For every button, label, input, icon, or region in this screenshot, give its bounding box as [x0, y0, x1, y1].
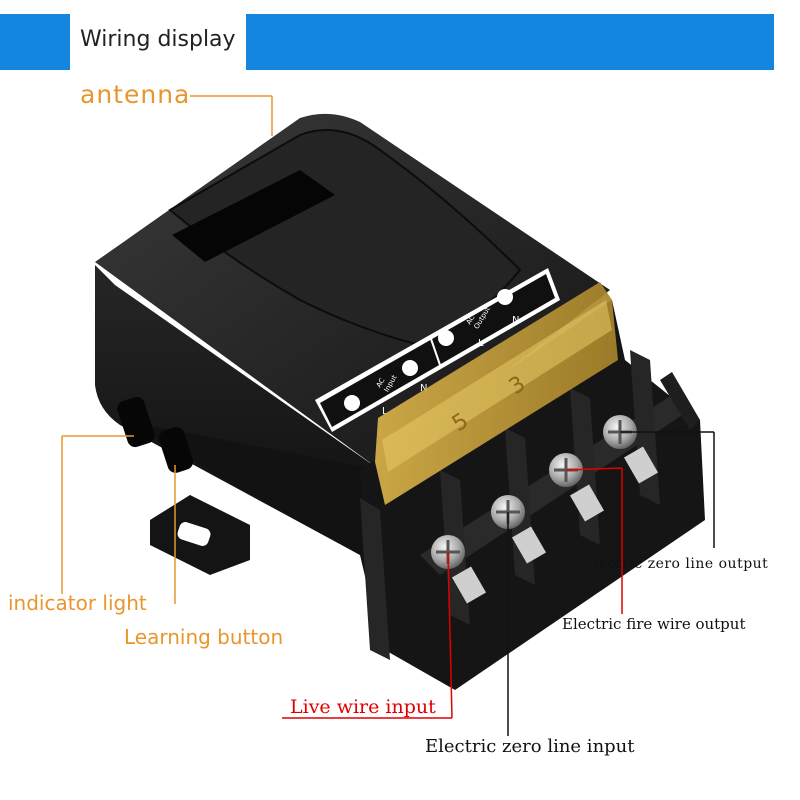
label-live-wire-input: Live wire input: [290, 696, 436, 718]
header-stripe: [252, 14, 255, 70]
panel-divider: [429, 335, 441, 366]
indicator-light: [117, 396, 155, 448]
terminal-cover-highlight: [382, 300, 612, 472]
terminal-barrier: [360, 498, 390, 660]
fire-output-leader: [565, 467, 623, 471]
header-stripe: [56, 14, 59, 70]
housing-front: [120, 420, 430, 660]
label-antenna: antenna: [80, 80, 191, 109]
terminal-barrier: [660, 372, 700, 430]
terminal-panel-inner: [320, 274, 555, 427]
input-n-text: N: [420, 383, 427, 394]
output-l-text: L: [478, 338, 484, 349]
label-learning-button: Learning button: [124, 625, 284, 649]
output-n-text: N: [512, 315, 519, 326]
header-stripe: [246, 14, 249, 70]
label-indicator-light: indicator light: [8, 591, 147, 615]
header-stripe: [62, 14, 65, 70]
page-title: Wiring display: [80, 27, 236, 52]
header-stripe: [258, 14, 261, 70]
label-window: [172, 170, 335, 262]
panel-screw-icon: [438, 330, 454, 346]
label-electric-zero-line-output: lectric zero line output: [594, 556, 769, 572]
learning-button: [158, 427, 194, 473]
panel-screw-icon: [402, 360, 418, 376]
output-ac-text: AC: [465, 314, 477, 326]
label-electric-zero-line-input: Electric zero line input: [425, 736, 635, 757]
mounting-hole: [177, 522, 211, 546]
input-ac-text: AC: [375, 377, 387, 389]
input-l-text: L: [382, 406, 388, 417]
live-wire-leader: [447, 551, 453, 719]
panel-screw-icon: [497, 289, 513, 305]
panel-screw-icon: [344, 395, 360, 411]
label-electric-fire-wire-output: Electric fire wire output: [562, 615, 746, 633]
header-title-box: [70, 14, 246, 70]
